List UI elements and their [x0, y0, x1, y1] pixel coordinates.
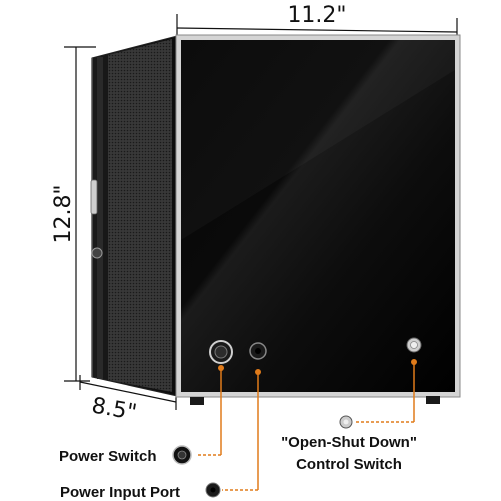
foot-right — [426, 396, 440, 404]
power-input-port-callout-icon — [205, 482, 221, 498]
width-dimension: 11.2" — [176, 3, 458, 46]
side-mesh — [108, 39, 172, 392]
power-input-port-label: Power Input Port — [60, 484, 180, 501]
depth-label: 8.5" — [90, 393, 139, 425]
power-switch-label: Power Switch — [59, 448, 157, 465]
power-switch-callout-icon — [172, 445, 192, 465]
side-latch — [90, 179, 98, 215]
power-switch-button — [209, 340, 233, 364]
foot-left — [190, 397, 204, 405]
control-switch-label-line2: Control Switch — [296, 456, 402, 473]
control-switch-button — [406, 337, 422, 353]
width-label: 11.2" — [287, 3, 346, 28]
watch-winder-box — [90, 34, 461, 405]
callout-lines — [197, 359, 417, 491]
control-switch-label-line1: "Open-Shut Down" — [281, 434, 417, 451]
front-glass-panel — [181, 40, 455, 392]
control-switch-callout-icon — [339, 415, 353, 429]
height-dimension: 12.8" — [51, 46, 96, 382]
power-input-port — [249, 342, 267, 360]
side-key-hole-icon — [91, 247, 103, 259]
height-label: 12.8" — [51, 184, 76, 243]
